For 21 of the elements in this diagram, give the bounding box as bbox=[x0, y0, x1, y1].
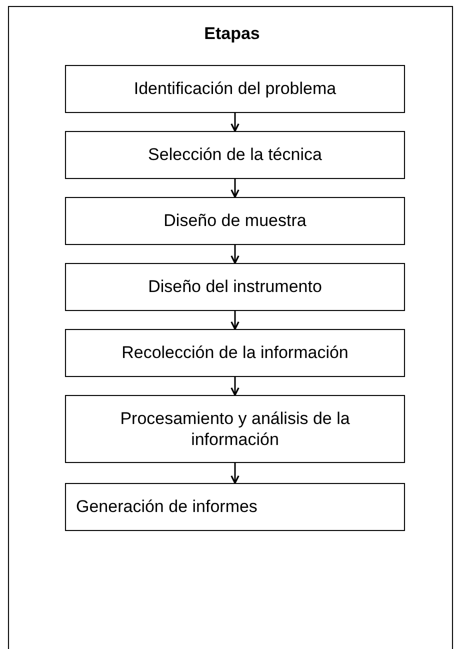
step-label: Diseño de muestra bbox=[164, 210, 306, 232]
arrow bbox=[230, 113, 240, 132]
step-label: Diseño del instrumento bbox=[148, 276, 322, 298]
process-box bbox=[65, 483, 405, 531]
step-label: Identificación del problema bbox=[134, 78, 336, 100]
arrow bbox=[230, 179, 240, 198]
process-box bbox=[65, 197, 405, 245]
step-label: Recolección de la información bbox=[122, 342, 348, 364]
process-box bbox=[65, 131, 405, 179]
arrow bbox=[230, 245, 240, 264]
process-box bbox=[65, 263, 405, 311]
step-label: Procesamiento y análisis de la información bbox=[119, 408, 351, 450]
arrow bbox=[230, 463, 240, 484]
step-label: Selección de la técnica bbox=[148, 144, 322, 166]
arrow bbox=[230, 311, 240, 330]
arrow bbox=[230, 377, 240, 396]
process-box bbox=[65, 329, 405, 377]
step-label: Generación de informes bbox=[76, 496, 258, 518]
process-box bbox=[65, 395, 405, 463]
diagram-title: Etapas bbox=[203, 24, 261, 44]
process-box bbox=[65, 65, 405, 113]
